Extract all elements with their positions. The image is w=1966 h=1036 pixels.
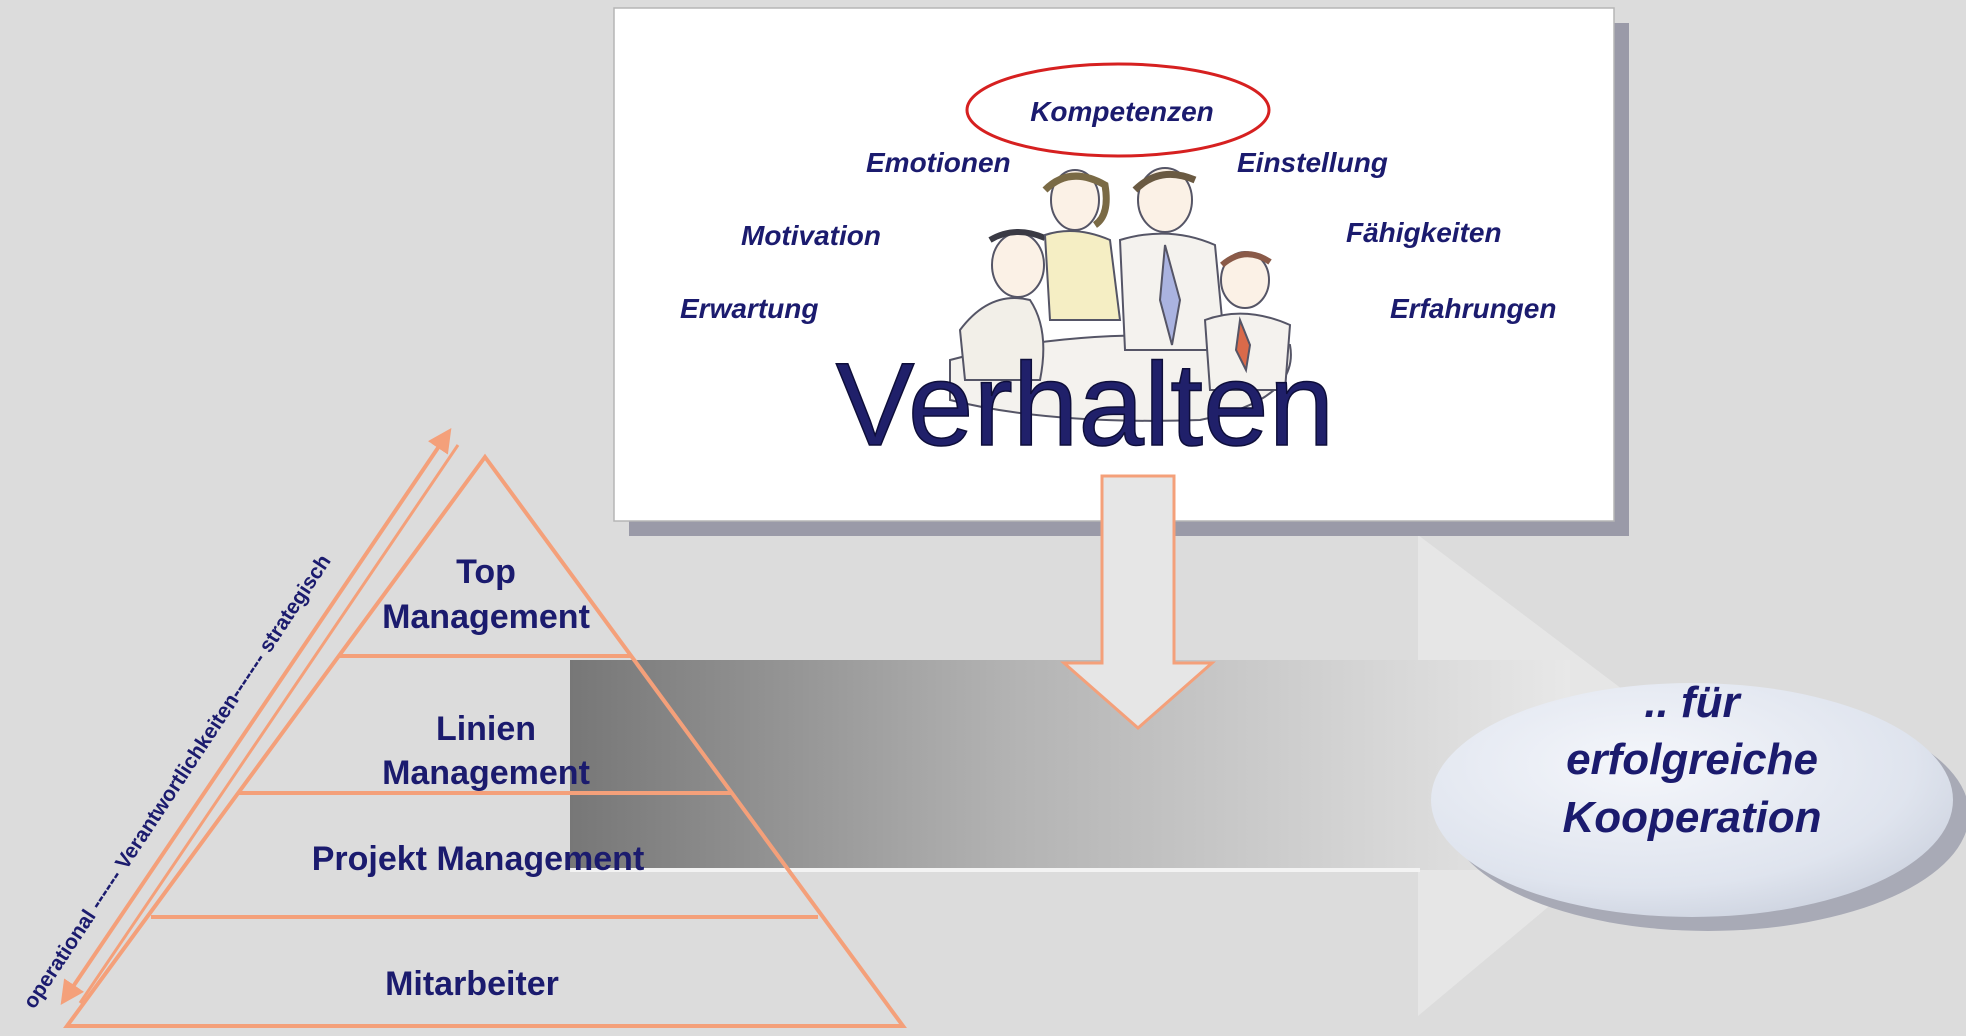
- responsibility-arrow-parallel: [78, 444, 460, 1004]
- responsibility-arrow: [60, 428, 452, 1005]
- down-arrow: [1060, 474, 1216, 730]
- result-ellipse: [1431, 683, 1953, 917]
- result-line-3: Kooperation: [1562, 793, 1821, 842]
- responsibility-axis-label: operational ------ Verantwortlichkeiten-…: [19, 551, 336, 1013]
- term-erwartung: Erwartung: [680, 293, 818, 324]
- gradient-bar-highlight: [570, 868, 1420, 872]
- level-projekt: Projekt Management: [312, 840, 645, 878]
- level-mitarbeiter: Mitarbeiter: [385, 965, 559, 1003]
- term-motivation: Motivation: [741, 220, 881, 251]
- central-word-verhalten: Verhalten: [836, 339, 1335, 471]
- level-top-line-2: Management: [382, 598, 590, 636]
- result-line-1: .. für: [1644, 678, 1742, 727]
- term-erfahrungen: Erfahrungen: [1390, 293, 1556, 324]
- level-linien-line-2: Management: [382, 754, 590, 792]
- level-top-line-1: Top: [456, 553, 516, 591]
- result-line-2: erfolgreiche: [1566, 735, 1818, 784]
- gradient-bar: [570, 660, 1570, 870]
- term-kompetenzen: Kompetenzen: [1030, 96, 1214, 127]
- term-einstellung: Einstellung: [1237, 147, 1388, 178]
- highlight-ellipse: [965, 62, 1271, 158]
- level-linien-line-1: Linien: [436, 710, 536, 748]
- term-faehigkeiten: Fähigkeiten: [1346, 217, 1502, 248]
- business-team-meeting-clipart: [949, 167, 1292, 422]
- term-emotionen: Emotionen: [866, 147, 1011, 178]
